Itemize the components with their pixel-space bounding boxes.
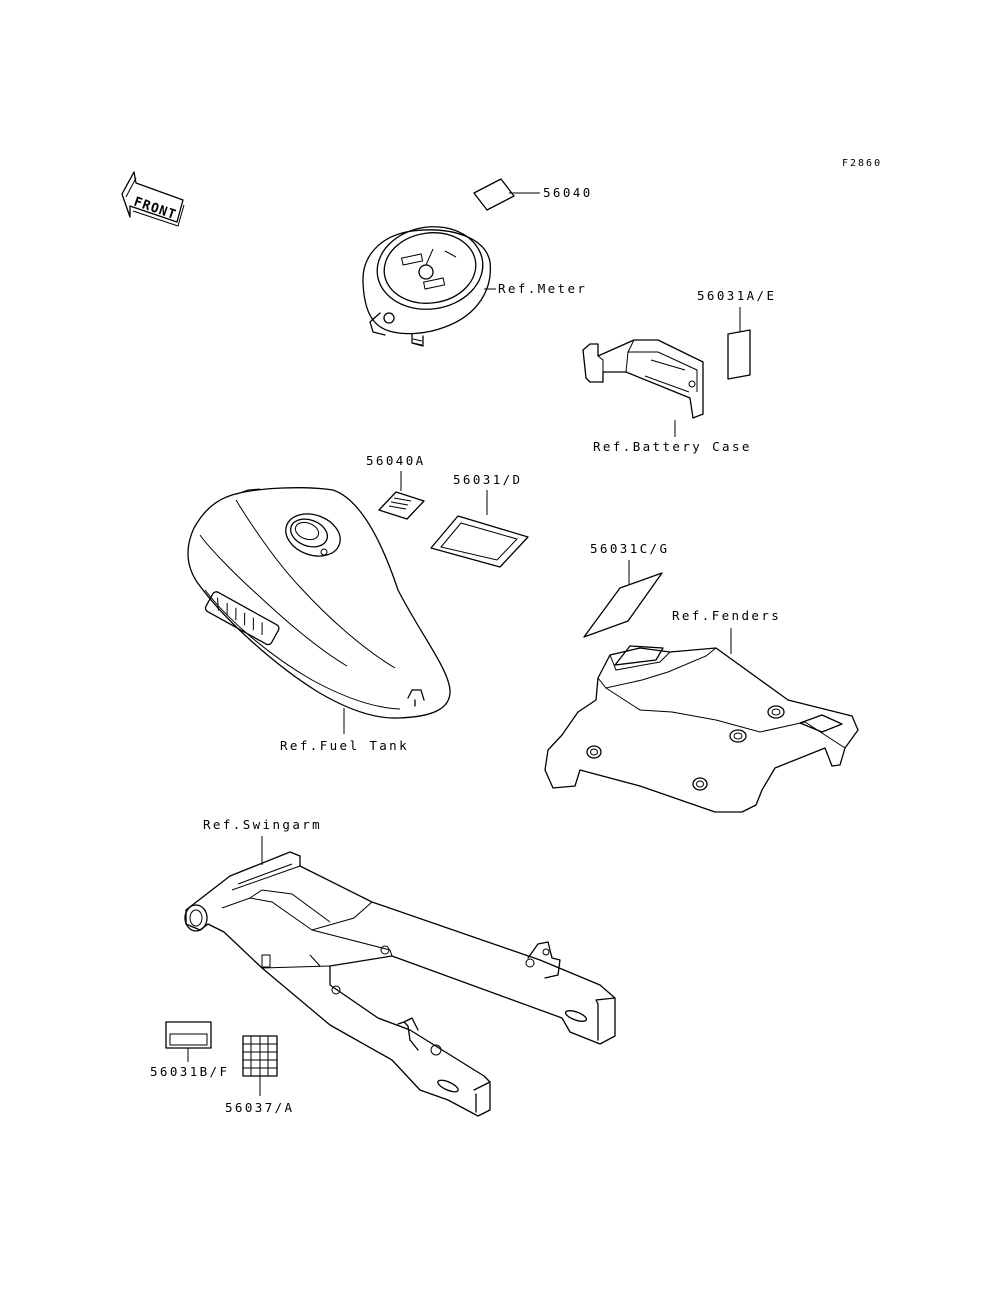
decal-56031cg <box>583 572 663 638</box>
callout-56040a: 56040A <box>366 453 426 468</box>
callout-56031cg: 56031C/G <box>590 541 669 556</box>
callout-56031bf: 56031B/F <box>150 1064 229 1079</box>
meter-part <box>362 226 496 347</box>
callout-56031ae: 56031A/E <box>697 288 776 303</box>
decal-56031d <box>430 515 529 568</box>
callout-56037a: 56037/A <box>225 1100 294 1115</box>
callout-ref-fenders: Ref.Fenders <box>672 608 781 623</box>
decal-56031bf <box>165 1021 212 1062</box>
callout-56031d: 56031/D <box>453 472 522 487</box>
callout-56040: 56040 <box>543 185 593 200</box>
decal-56040a <box>378 491 425 520</box>
fenders-part <box>544 628 859 813</box>
decal-56040 <box>473 178 540 211</box>
battery-case-part <box>582 339 704 437</box>
decal-56031ae <box>727 329 751 380</box>
callout-ref-fuel-tank: Ref.Fuel Tank <box>280 738 409 753</box>
callout-ref-battery-case: Ref.Battery Case <box>593 439 752 454</box>
callout-ref-meter: Ref.Meter <box>498 281 587 296</box>
decal-56037a <box>242 1035 278 1096</box>
callout-ref-swingarm: Ref.Swingarm <box>203 817 322 832</box>
fuel-tank-part <box>187 487 451 734</box>
swingarm-part <box>184 851 616 1117</box>
front-arrow-icon: FRONT <box>121 171 185 227</box>
figure-id: F2860 <box>842 158 882 169</box>
